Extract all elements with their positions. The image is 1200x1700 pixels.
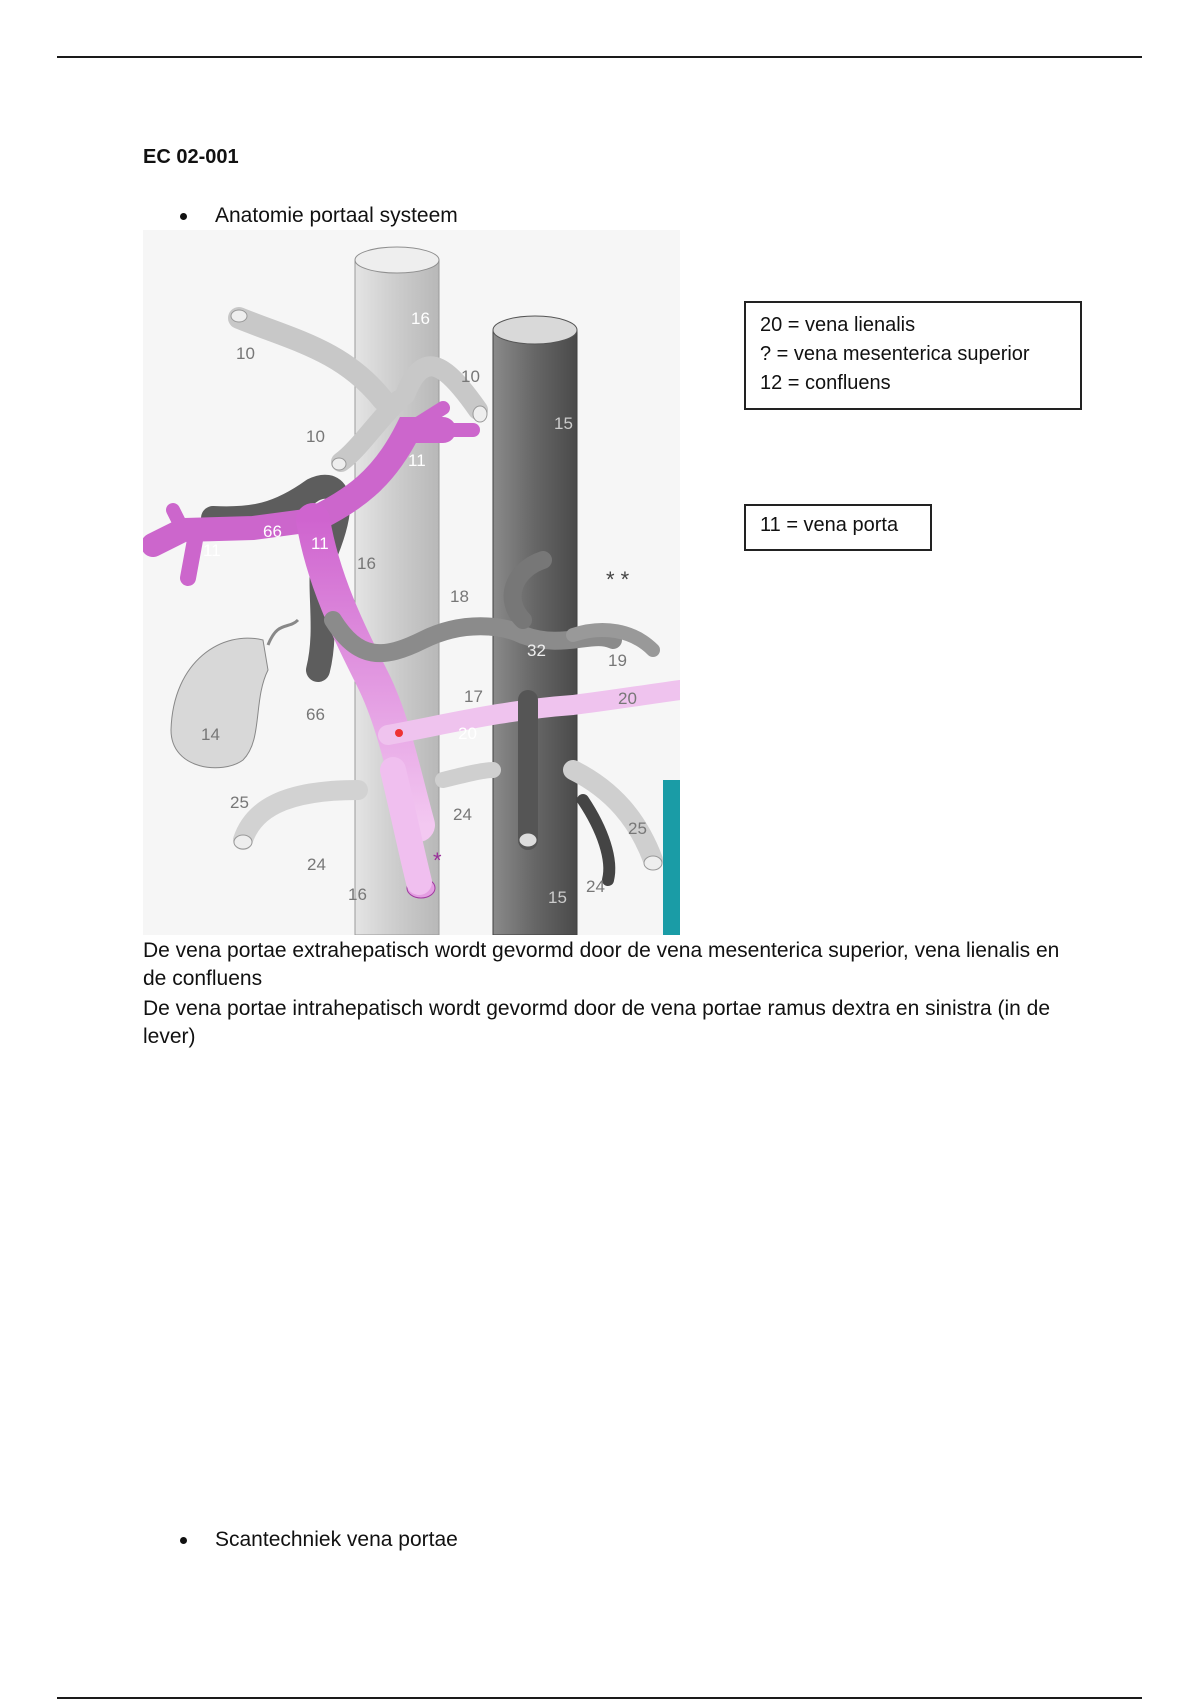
bullet-text: Scantechniek vena portae xyxy=(215,1528,458,1551)
label-10: 10 xyxy=(236,344,255,363)
label-10: 10 xyxy=(461,367,480,386)
label-16: 16 xyxy=(411,309,430,328)
renal-vein-right xyxy=(563,760,663,870)
gallbladder xyxy=(170,637,269,769)
legend-line: 12 = confluens xyxy=(760,372,891,394)
marker-dot xyxy=(395,729,403,737)
vessel-24 xyxy=(435,762,501,788)
bullet-text: Anatomie portaal systeem xyxy=(215,204,458,227)
paragraph-intrahepatic: De vena portae intrahepatisch wordt gevo… xyxy=(143,997,1050,1048)
label-24: 24 xyxy=(586,877,605,896)
hepatic-vein-right xyxy=(395,356,488,420)
bullet-dot-icon xyxy=(180,1536,187,1544)
vessel-end xyxy=(233,834,253,850)
label-asterisk: * xyxy=(433,848,442,873)
label-11: 11 xyxy=(203,541,221,560)
vessel-end xyxy=(230,309,248,323)
legend-box-vessels: 20 = vena lienalis ? = vena mesenterica … xyxy=(744,301,1082,410)
vessel-end xyxy=(472,405,488,423)
vessel-end xyxy=(643,855,663,871)
ivc-top xyxy=(354,246,440,274)
label-66: 66 xyxy=(263,522,282,541)
label-25: 25 xyxy=(230,793,249,812)
splenic-vein xyxy=(378,680,680,745)
label-11: 11 xyxy=(311,534,329,553)
label-66: 66 xyxy=(306,705,325,724)
legend-box-portal: 11 = vena porta xyxy=(744,504,932,551)
vessel-end xyxy=(518,832,538,848)
paragraph-extrahepatic: De vena portae extrahepatisch wordt gevo… xyxy=(143,939,1060,990)
label-14: 14 xyxy=(201,725,220,744)
label-16: 16 xyxy=(357,554,376,573)
legend-line: ? = vena mesenterica superior xyxy=(760,343,1030,365)
renal-vein-left xyxy=(233,780,368,850)
portal-branch xyxy=(401,401,450,437)
label-double-asterisk: * * xyxy=(606,567,630,592)
legend-line: 11 = vena porta xyxy=(760,514,899,536)
gonadal-vein-right xyxy=(577,794,616,886)
label-20: 20 xyxy=(618,689,637,708)
aorta-top xyxy=(492,315,578,345)
portal-branch xyxy=(166,503,190,537)
gastric-branch xyxy=(503,551,552,629)
vessel-end xyxy=(331,457,347,471)
short-gastric-vein xyxy=(566,623,660,657)
image-edge-strip xyxy=(663,780,680,935)
label-16: 16 xyxy=(348,885,367,904)
smv-vessel xyxy=(380,757,432,895)
label-11: 11 xyxy=(408,451,426,470)
label-19: 19 xyxy=(608,651,627,670)
label-32: 32 xyxy=(527,641,546,660)
label-18: 18 xyxy=(450,587,469,606)
bullet-item-scantechniek: Scantechniek vena portae xyxy=(180,1528,458,1552)
label-15: 15 xyxy=(554,414,573,433)
label-24: 24 xyxy=(453,805,472,824)
label-10: 10 xyxy=(306,427,325,446)
header-rule xyxy=(57,56,1142,58)
footer-rule xyxy=(57,1697,1142,1699)
page-heading: EC 02-001 xyxy=(143,146,239,168)
portal-system-illustration: 10 10 10 16 16 16 15 15 11 11 11 66 66 1… xyxy=(143,230,680,935)
hepatic-vein-middle xyxy=(331,390,409,472)
cystic-duct xyxy=(266,618,300,646)
legend-line: 20 = vena lienalis xyxy=(760,314,916,336)
label-25: 25 xyxy=(628,819,647,838)
hepatic-vein-left xyxy=(228,307,394,411)
label-17: 17 xyxy=(464,687,483,706)
portal-branch xyxy=(180,532,203,586)
portal-system-svg: 10 10 10 16 16 16 15 15 11 11 11 66 66 1… xyxy=(143,246,680,935)
label-24: 24 xyxy=(307,855,326,874)
bullet-item-anatomy: Anatomie portaal systeem xyxy=(180,204,458,228)
bullet-dot-icon xyxy=(180,212,187,220)
label-20: 20 xyxy=(458,724,477,743)
label-15: 15 xyxy=(548,888,567,907)
portal-vein-left-branches xyxy=(143,508,325,557)
